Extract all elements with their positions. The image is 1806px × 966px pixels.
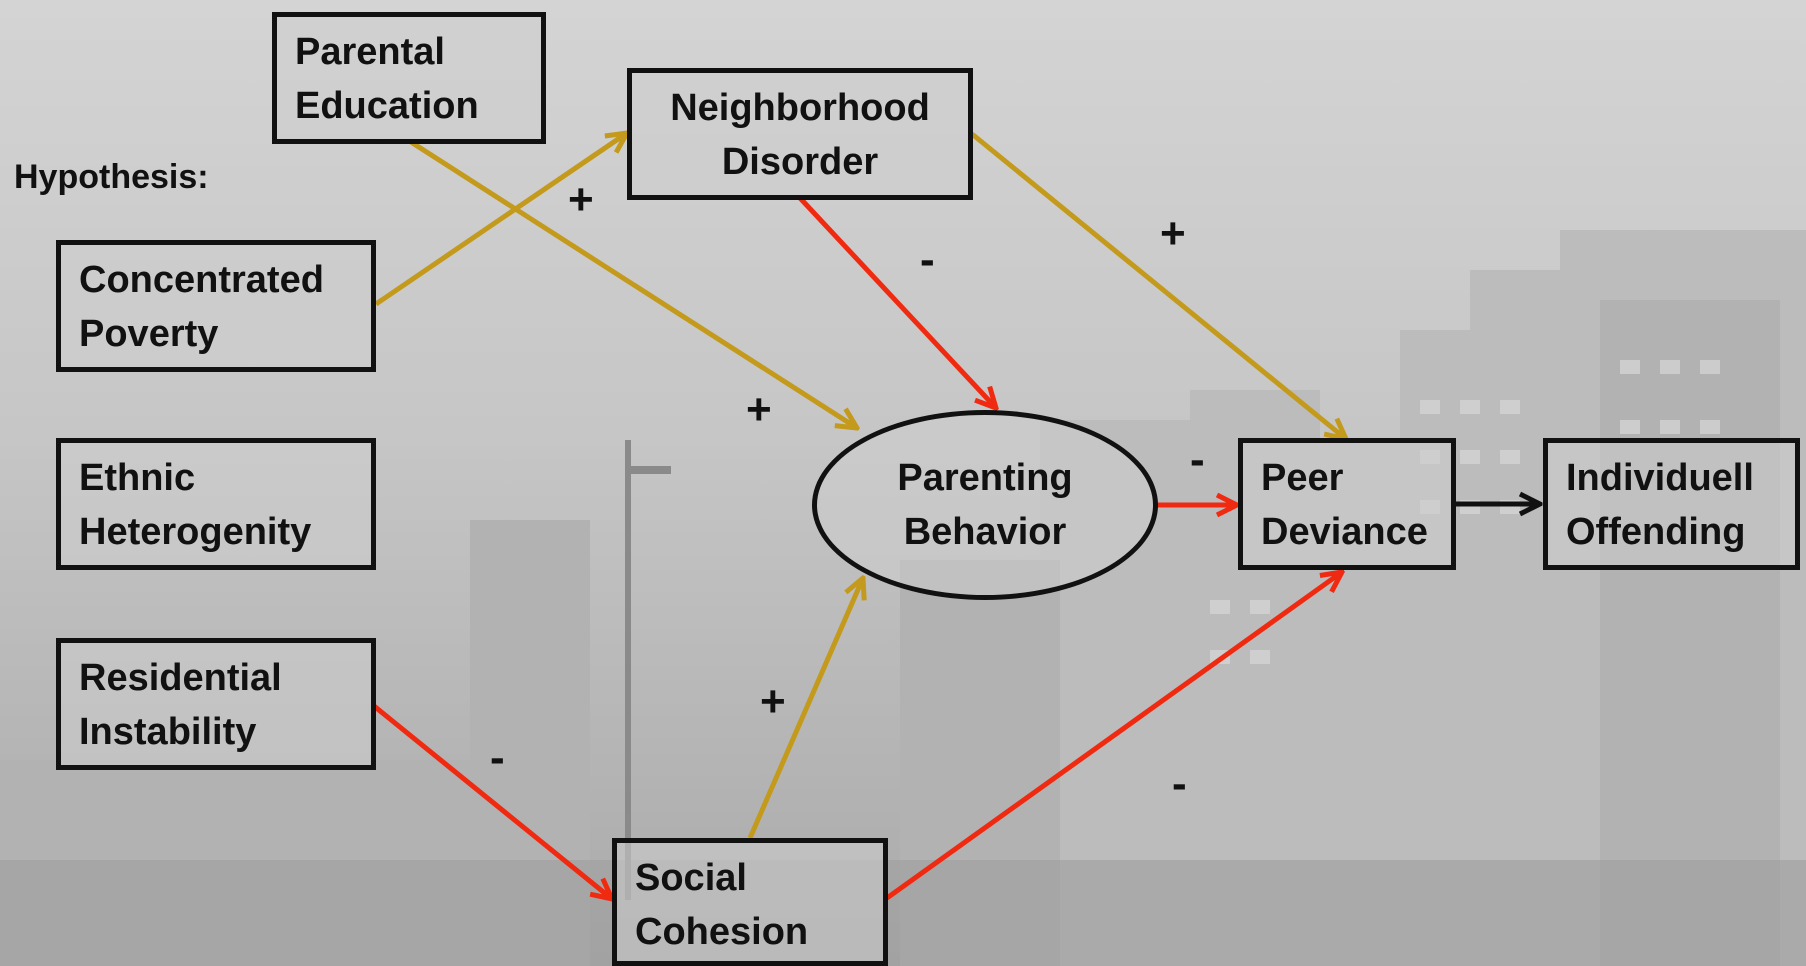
arrow-poverty-to-disorder [374, 133, 627, 307]
arrow-instability-to-cohesion [372, 704, 612, 899]
node-label-line1: Social [635, 857, 747, 899]
sign-cohesion-to-peer: - [1172, 759, 1187, 808]
node-label-line1: Individuell [1566, 457, 1754, 499]
node-social-cohesion: Social Cohesion [612, 838, 888, 966]
node-label-line2: Offending [1566, 511, 1746, 553]
node-label-line1: Concentrated [79, 259, 324, 301]
node-label-line1: Residential [79, 657, 282, 699]
sign-poverty-to-disorder: + [568, 175, 594, 224]
node-label-line2: Disorder [721, 141, 879, 183]
node-label-line2: Heterogenity [79, 511, 312, 553]
node-residential-instability: Residential Instability [56, 638, 376, 770]
arrow-disorder-to-parenting [798, 196, 996, 408]
node-label-line1: Peer [1261, 457, 1344, 499]
node-label-line2: Education [295, 85, 479, 127]
node-parental-education: Parental Education [272, 12, 546, 144]
sign-instability-to-cohesion: - [490, 733, 505, 782]
arrow-disorder-to-peer [970, 132, 1346, 439]
sign-education-to-parenting: + [746, 385, 772, 434]
node-label-line1: Neighborhood [670, 87, 930, 129]
node-parenting-behavior: Parenting Behavior [812, 410, 1158, 600]
node-label-line2: Cohesion [635, 911, 809, 953]
node-ethnic-heterogenity: Ethnic Heterogenity [56, 438, 376, 570]
sign-disorder-to-parenting: - [920, 235, 935, 284]
node-label-line2: Instability [79, 711, 257, 753]
node-concentrated-poverty: Concentrated Poverty [56, 240, 376, 372]
arrow-cohesion-to-peer [885, 572, 1342, 901]
node-individuell-offending: Individuell Offending [1543, 438, 1800, 570]
arrow-cohesion-to-parenting [747, 578, 863, 839]
node-label-line2: Deviance [1261, 511, 1428, 553]
arrow-education-to-parenting [409, 139, 857, 428]
node-label-line2: Behavior [903, 511, 1067, 553]
node-label-line1: Parental [295, 31, 445, 73]
node-neighborhood-disorder: Neighborhood Disorder [627, 68, 973, 200]
node-peer-deviance: Peer Deviance [1238, 438, 1456, 570]
node-label-line2: Poverty [79, 313, 219, 355]
node-label-line1: Ethnic [79, 457, 196, 499]
sign-cohesion-to-parenting: + [760, 677, 786, 726]
sign-disorder-to-peer: + [1160, 209, 1186, 258]
sign-parenting-to-peer: - [1190, 435, 1205, 484]
hypothesis-heading: Hypothesis: [14, 158, 209, 196]
node-label-line1: Parenting [897, 457, 1073, 499]
